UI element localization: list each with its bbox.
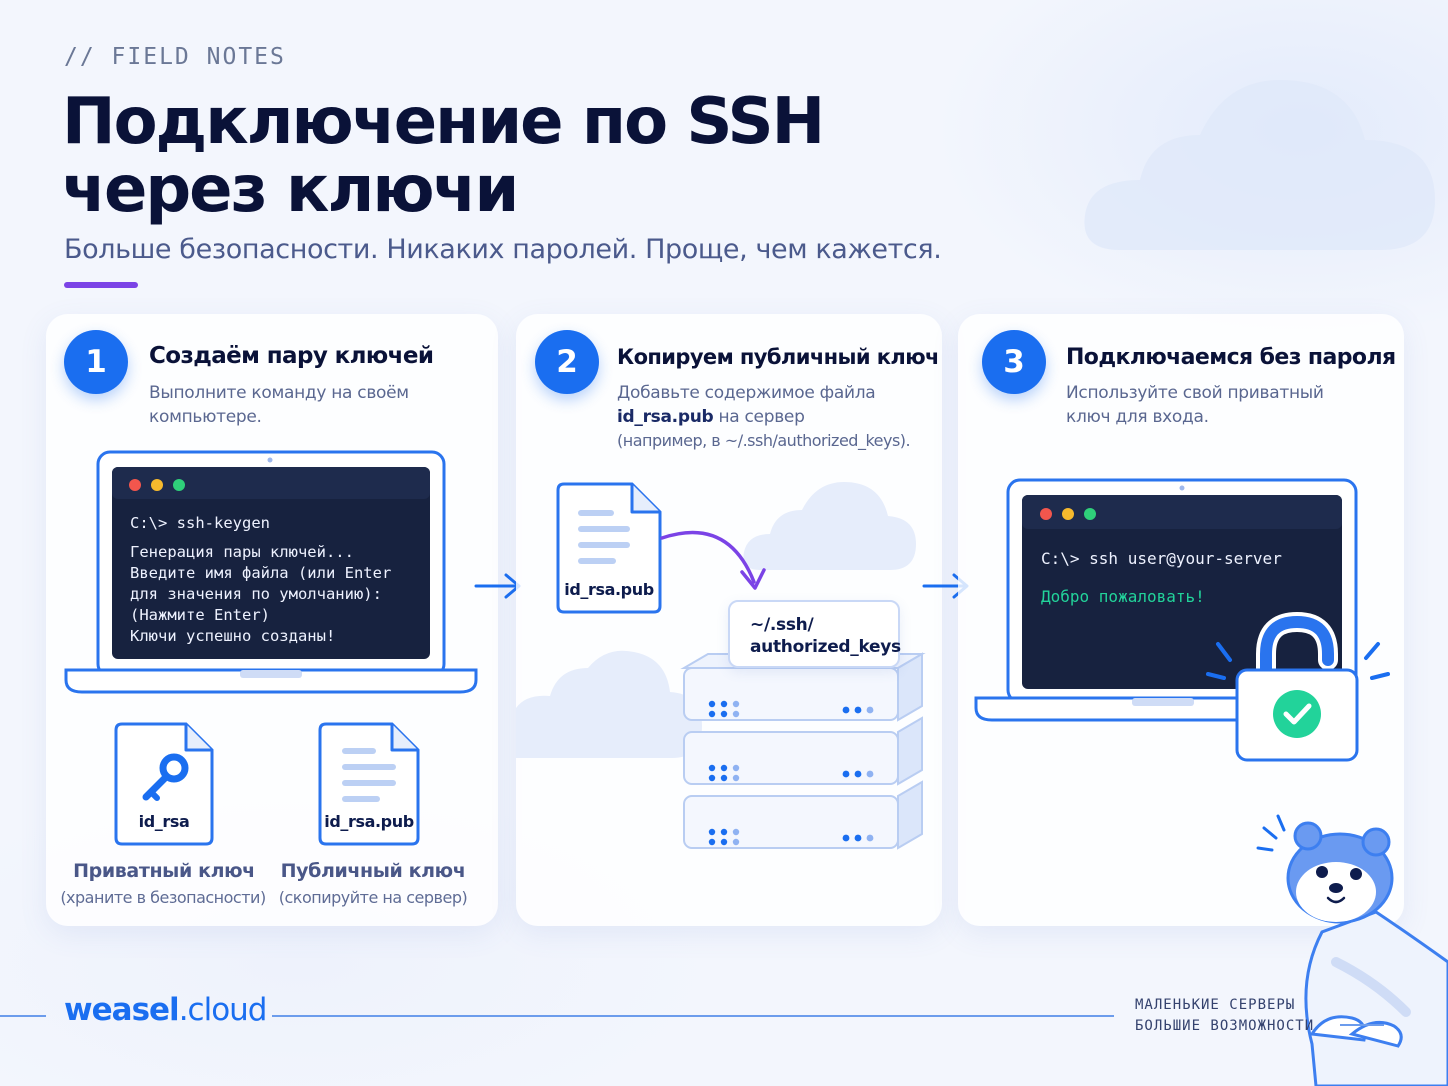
weasel-mascot-icon [1256, 814, 1448, 1086]
cloud-icon [1084, 80, 1435, 250]
tagline-line-1: МАЛЕНЬКИЕ СЕРВЕРЫ [1135, 997, 1296, 1013]
terminal-line-5: Ключи успешно созданы! [130, 627, 336, 645]
caption-public-key: Публичный ключ [280, 860, 466, 882]
footer-line-middle [272, 1015, 1114, 1017]
terminal-line-4: (Нажмите Enter) [130, 606, 270, 624]
step-number-2: 2 [535, 330, 599, 394]
authorized-keys-target: ~/.ssh/ authorized_keys [728, 600, 901, 668]
cloud-icon [743, 482, 916, 570]
file-name-private: id_rsa [138, 812, 190, 831]
file-icon-public [318, 722, 420, 846]
step-title-1: Создаём пару ключей [149, 343, 434, 369]
laptop-icon [64, 450, 478, 694]
tagline-line-2: БОЛЬШИЕ ВОЗМОЖНОСТИ [1135, 1018, 1315, 1034]
terminal-line-1: Генерация пары ключей... [130, 543, 354, 561]
file-icon-private [114, 722, 214, 846]
brand-logo-part-2: .cloud [178, 992, 268, 1028]
caption-private-key-sub: (храните в безопасности) [60, 888, 266, 907]
step-description-1-line-2: компьютере. [149, 407, 262, 427]
step-description-2-filename: id_rsa.pub [617, 407, 714, 427]
kicker-label: // FIELD NOTES [64, 44, 286, 70]
caption-public-key-sub: (скопируйте на сервер) [278, 888, 468, 907]
step-description-2-line-2: id_rsa.pub на сервер [617, 405, 937, 429]
curved-arrow-icon [660, 530, 766, 590]
caption-private-key: Приватный ключ [73, 860, 255, 882]
footer-line-right [1340, 1024, 1384, 1026]
footer-line-left [0, 1015, 46, 1017]
step-number-3: 3 [982, 330, 1046, 394]
terminal-prompt-1: C:\> ssh-keygen [130, 514, 270, 532]
brand-logo-part-1: weasel [64, 992, 180, 1028]
step-description-2-rest: на сервер [713, 407, 805, 427]
unlocked-padlock-icon [1206, 611, 1390, 762]
step-description-2-line-1: Добавьте содержимое файла [617, 383, 876, 403]
step-description-2: Добавьте содержимое файла id_rsa.pub на … [617, 381, 937, 453]
file-icon-public-2 [556, 482, 662, 614]
step-description-1-line-1: Выполните команду на своём [149, 383, 409, 403]
accent-bar [64, 282, 138, 288]
step-title-2: Копируем публичный ключ [617, 345, 939, 369]
step-title-3: Подключаемся без пароля [1066, 345, 1396, 370]
page-title: Подключение по SSH через ключи [62, 88, 1062, 224]
terminal-line-2: Введите имя файла (или Enter [130, 564, 392, 582]
title-line-2: через ключи [62, 153, 519, 227]
page-subtitle: Больше безопасности. Никаких паролей. Пр… [64, 234, 942, 265]
footer-tagline: МАЛЕНЬКИЕ СЕРВЕРЫ БОЛЬШИЕ ВОЗМОЖНОСТИ [1135, 995, 1314, 1037]
step-number-1: 1 [64, 330, 128, 394]
step-description-3-line-1: Используйте свой приватный [1066, 383, 1324, 403]
authorized-keys-line-2: authorized_keys [750, 637, 901, 657]
title-line-1: Подключение по SSH [62, 85, 825, 159]
file-name-public: id_rsa.pub [324, 812, 414, 831]
server-stack-icon [680, 652, 926, 850]
terminal-line-3: для значения по умолчанию): [130, 585, 382, 603]
key-icon [142, 753, 189, 801]
step-description-3-line-2: ключ для входа. [1066, 407, 1209, 427]
brand-logo: weasel.cloud [64, 992, 267, 1028]
file-name-public-2: id_rsa.pub [564, 580, 654, 599]
terminal-welcome: Добро пожаловать! [1041, 587, 1205, 606]
step-description-2-line-3: (например, в ~/.ssh/authorized_keys). [617, 431, 911, 450]
authorized-keys-line-1: ~/.ssh/ [750, 615, 814, 635]
terminal-prompt-3: C:\> ssh user@your-server [1041, 549, 1282, 568]
step-description-1: Выполните команду на своём компьютере. [149, 381, 479, 429]
step-description-3: Используйте свой приватный ключ для вход… [1066, 381, 1386, 429]
cloud-icon [516, 650, 702, 758]
